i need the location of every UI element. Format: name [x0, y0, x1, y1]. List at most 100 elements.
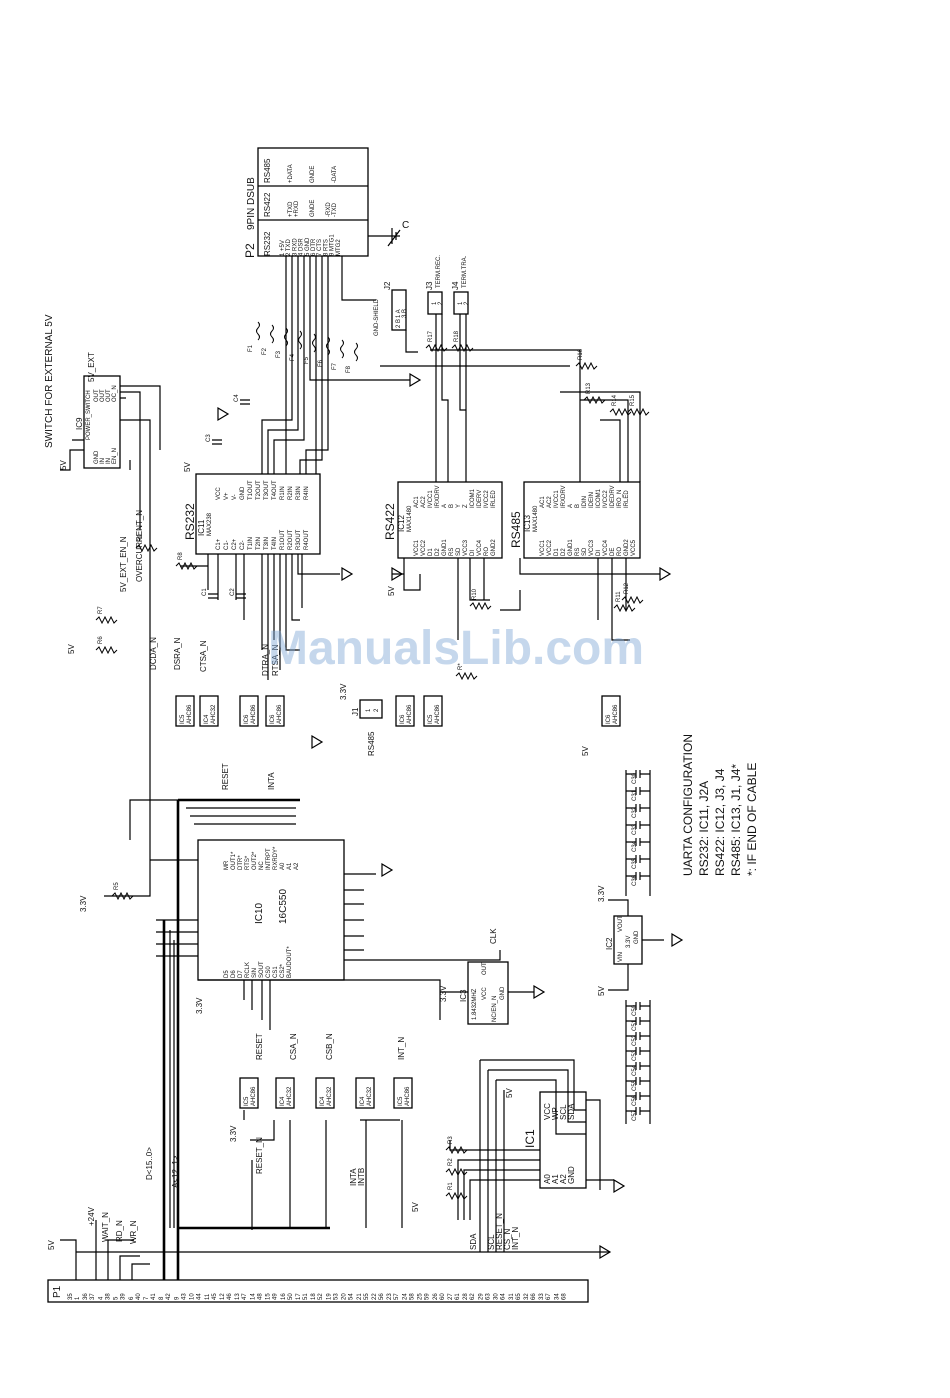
p1-pin-a32: 34 — [554, 1293, 560, 1300]
ferrite-label-2: F2 — [262, 347, 268, 355]
ic13-rpin-8: ICOM1 — [596, 488, 602, 508]
j1-pin2: 2 — [374, 708, 380, 712]
p1-pin-b4: 40 — [136, 1293, 142, 1300]
p1-pin-a8: 10 — [190, 1293, 196, 1300]
p1-pin-a19: 21 — [357, 1293, 363, 1300]
ic13-rpin-5: B — [575, 504, 581, 508]
ic11-lpin-3: C2- — [240, 540, 246, 550]
p2-leads — [285, 256, 376, 330]
decoupling-cap-icon — [626, 855, 650, 863]
net-dcda: DCDA_N — [149, 637, 158, 670]
p1-pin-a30: 32 — [524, 1293, 530, 1300]
net-inta: INTA — [267, 772, 276, 790]
ic13-lpin-4: GND1 — [568, 539, 574, 556]
j2-body — [391, 289, 407, 331]
p1-pin-b21: 57 — [394, 1293, 400, 1300]
cap-label-c4: C4 — [234, 394, 240, 402]
j3-body — [427, 291, 443, 315]
ic2-3v3: 3.3V — [626, 936, 632, 948]
resistor-r13-icon — [583, 395, 606, 405]
ic13-rpin-3: IRXDRV — [561, 485, 567, 508]
p1-pin-a28: 30 — [494, 1293, 500, 1300]
p1-pin-b31: 67 — [546, 1293, 552, 1300]
gate-ref-5: IC5 — [428, 714, 434, 724]
lower-net-labels: RESET CSA_N CSB_N INT_N RESET_N INTA INT… — [145, 1033, 406, 1230]
ic9-power-switch: SWITCH FOR EXTERNAL 5V IC9 POWER_SWITCH … — [44, 314, 161, 860]
p1-pin-b22: 58 — [409, 1293, 415, 1300]
p1-pin-a12: 14 — [250, 1293, 256, 1300]
gate-part-11: AHC86 — [405, 1086, 411, 1106]
p1-24v: +24V — [87, 1206, 96, 1226]
notes-line3: RS485: IC13, J1, J4* — [729, 764, 743, 876]
cap-label-17: C56 — [632, 1094, 638, 1106]
ic12-part: MAX1480 — [407, 505, 413, 532]
ic12-rpin-10: IVCC2 — [484, 490, 490, 508]
p1-pin-a10: 12 — [220, 1293, 226, 1300]
uart-bus-wiring: 3.3V 3.3V CLK — [79, 798, 501, 1230]
ic11-lpin-10: R3OUT — [296, 529, 302, 550]
ic1-5v: 5V — [505, 1088, 514, 1098]
p1-pin-a31: 33 — [539, 1293, 545, 1300]
p2-rs422-gnde: GNDE — [310, 200, 316, 217]
j3-label: TERM.REC. — [436, 255, 442, 288]
ic9-part: POWER_SWITCH — [86, 390, 92, 440]
ic10-tpin-5: NC — [259, 861, 265, 870]
ic9-title: SWITCH FOR EXTERNAL 5V — [44, 314, 55, 448]
j1-ref: J1 — [351, 707, 360, 716]
p2-col-rs485: RS485 — [263, 158, 272, 183]
cap-label-16: C55 — [632, 1079, 638, 1091]
resistor-r17-icon — [425, 343, 448, 353]
net-clk: CLK — [489, 928, 498, 944]
ic13-rpin-0: AC1 — [540, 496, 546, 508]
net-sreset: RESET_N — [495, 1213, 504, 1250]
gate-part-0: AHC86 — [187, 704, 193, 724]
ferrite-label-4: F4 — [290, 353, 296, 361]
j4-label: TERM.TRA. — [462, 255, 468, 288]
net-overcurrent: OVERCURRENT_N — [135, 510, 144, 582]
decoupling-cap-icon — [626, 787, 650, 795]
ic12-rpin-0: AC1 — [414, 496, 420, 508]
ground-icon — [671, 932, 684, 948]
p2-rs422-rxdm: -RXD — [326, 202, 332, 217]
resistor-r11-icon — [613, 603, 636, 613]
p1-pin-b23: 59 — [425, 1293, 431, 1300]
ferrite-8-icon — [354, 342, 358, 362]
resistor-r6-icon — [95, 645, 118, 655]
logic-gate-icon — [175, 695, 195, 727]
net-address-bus: A<12..1> — [171, 1155, 180, 1188]
ic10-bpin-4: SIN — [252, 968, 258, 978]
net-reset-n: RESET_N — [255, 1137, 264, 1174]
ferrite-3-icon — [284, 327, 288, 347]
ferrite-1-icon — [256, 321, 260, 341]
ic10-bpin-7: CS1 — [273, 966, 279, 978]
ic10-tpin-6: INTRPT — [266, 848, 272, 870]
ground-icon — [217, 406, 230, 422]
cap-label-8: C34 — [632, 840, 638, 852]
gate-ref-8: IC4 — [280, 1096, 286, 1106]
net-rd: RD_N — [115, 1220, 124, 1242]
p1-pin-a21: 23 — [387, 1293, 393, 1300]
ic9-pin-0: GND — [94, 450, 100, 464]
ic10-bpin-6: CS0 — [266, 966, 272, 978]
decoupling-cap-icon — [626, 1032, 650, 1040]
resistor-r18-icon — [451, 343, 474, 353]
ic10-tpin-0: MR — [224, 860, 230, 870]
ic3-3v3: 3.3V — [439, 985, 448, 1002]
ic10-tpin-1: OUT1* — [231, 851, 237, 870]
p1-ref: P1 — [52, 1285, 63, 1298]
ic10-bpin-9: BAUDOUT* — [287, 946, 293, 978]
p1-body — [47, 1279, 589, 1303]
ic13-rpin-10: IDEDRV — [610, 485, 616, 508]
ic10-tpin-9: A1 — [287, 862, 293, 870]
net-3v3-uart: 3.3V — [79, 895, 88, 912]
ground-icon — [613, 1178, 626, 1194]
ic10-bpin-1: D6 — [231, 970, 237, 978]
resistor-label-5: R7 — [98, 606, 104, 614]
ic10-bpin-8: CS2* — [280, 963, 286, 978]
net-inta-lower: INTA — [349, 1168, 358, 1186]
p1-pin-b9: 45 — [212, 1293, 218, 1300]
ic1-body — [539, 1091, 587, 1189]
